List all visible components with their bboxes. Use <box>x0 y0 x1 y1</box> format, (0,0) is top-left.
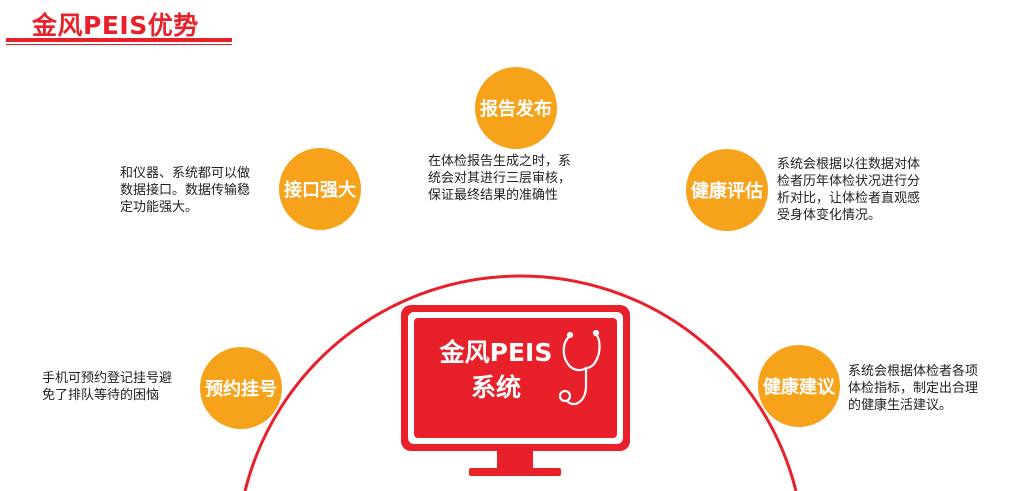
title-underline-thin <box>6 44 232 45</box>
health-evaluation-node[interactable]: 健康评估 <box>686 149 768 231</box>
health-evaluation-label: 健康评估 <box>691 181 763 202</box>
booking-description: 手机可预约登记挂号避 免了排队等待的困恼 <box>42 371 173 403</box>
system-name: 金风PEIS <box>439 338 553 367</box>
page-title: 金风PEIS优势 <box>32 11 199 40</box>
monitor-stand <box>469 468 561 476</box>
health-advice-label: 健康建议 <box>763 377 835 398</box>
title-underline <box>6 38 232 42</box>
report-publish-node[interactable]: 报告发布 <box>475 67 557 149</box>
interface-description: 和仪器、系统都可以做 数据接口。数据传输稳 定功能强大。 <box>120 166 251 215</box>
booking-node[interactable]: 预约挂号 <box>200 347 282 429</box>
system-label: 系统 <box>470 373 521 402</box>
report-publish-description: 在体检报告生成之时，系 统会对其进行三层审核， 保证最终结果的准确性 <box>428 154 572 203</box>
booking-label: 预约挂号 <box>205 379 277 400</box>
health-advice-node[interactable]: 健康建议 <box>758 345 840 427</box>
monitor-screen <box>414 318 617 438</box>
monitor-neck <box>497 450 533 470</box>
interface-label: 接口强大 <box>284 180 356 201</box>
health-evaluation-description: 系统会根据以往数据对体 检者历年体检状况进行分 析对比，让体检者直观感 受身体变… <box>777 157 921 223</box>
stethoscope-icon <box>558 330 601 406</box>
interface-node[interactable]: 接口强大 <box>279 148 361 230</box>
health-advice-description: 系统会根据体检者各项 体检指标，制定出合理 的健康生活建议。 <box>848 364 979 413</box>
report-publish-label: 报告发布 <box>480 99 552 120</box>
